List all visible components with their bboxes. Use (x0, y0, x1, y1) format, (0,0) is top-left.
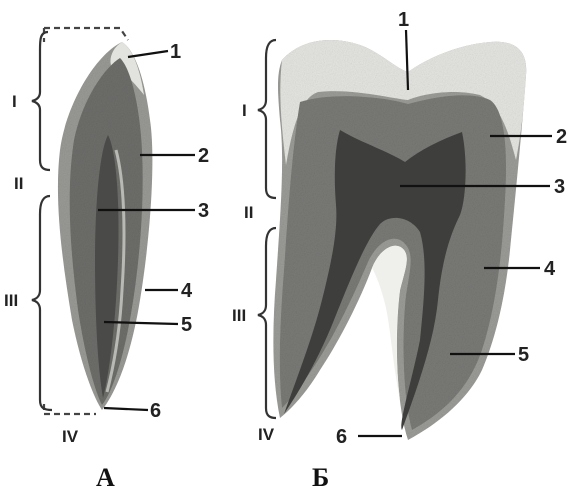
panel-a-number-2: 2 (198, 145, 209, 167)
panel-b-number-5: 5 (518, 344, 529, 366)
panel-b-number-1: 1 (398, 9, 409, 31)
panel-b-number-4: 4 (544, 258, 556, 280)
panel-b-label: Б (312, 463, 329, 492)
panel-a-number-5: 5 (181, 314, 192, 336)
panel-b-number-6: 6 (336, 426, 347, 448)
panel-b-brace-root (258, 228, 276, 418)
panel-a-leader-6 (104, 408, 148, 410)
panel-a-number-1: 1 (170, 41, 181, 63)
panel-a-leader-1 (128, 51, 168, 57)
panel-a-zone-I: I (12, 92, 17, 111)
panel-b-tooth (273, 40, 526, 440)
panel-b-brace-crown (258, 40, 276, 198)
panel-a-dashed-top (44, 28, 128, 42)
panel-b-number-2: 2 (556, 126, 567, 148)
panel-a-zone-II: II (14, 174, 23, 193)
panel-b-number-3: 3 (554, 176, 565, 198)
panel-a-number-6: 6 (150, 400, 161, 422)
panel-a-number-4: 4 (181, 280, 193, 302)
panel-a-label: А (96, 463, 115, 492)
panel-a-zone-III: III (4, 291, 18, 310)
panel-a-brace-root (32, 196, 52, 410)
panel-b-zone-III: III (232, 306, 246, 325)
panel-a-zone-IV: IV (62, 427, 79, 446)
panel-a-brace-crown (32, 32, 50, 170)
panel-a-number-3: 3 (198, 200, 209, 222)
panel-b-zone-IV: IV (258, 425, 275, 444)
panel-a-tooth (58, 42, 152, 410)
panel-b-zone-I: I (242, 101, 247, 120)
panel-b-zone-II: II (244, 203, 253, 222)
